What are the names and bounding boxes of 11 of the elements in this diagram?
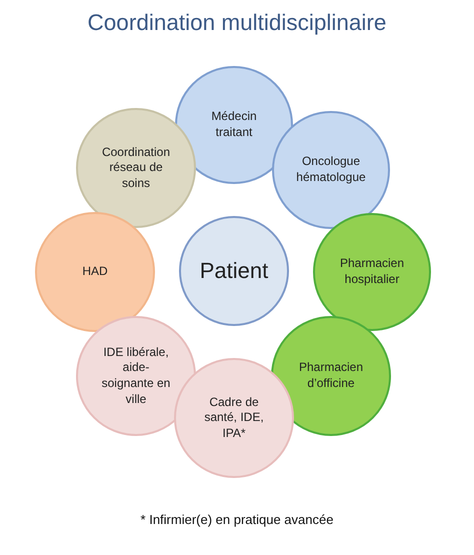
center-label: Patient	[200, 256, 268, 285]
role-label: Coordination réseau de soins	[100, 144, 172, 192]
role-label: Cadre de santé, IDE, IPA*	[203, 394, 265, 442]
diagram-title: Coordination multidisciplinaire	[86, 10, 388, 36]
footnote: * Infirmier(e) en pratique avancée	[140, 512, 334, 527]
role-label: Oncologue hématologue	[295, 154, 367, 186]
role-label: Pharmacien hospitalier	[338, 256, 406, 288]
role-label: IDE libérale, aide-soignante en ville	[100, 344, 172, 408]
role-label: HAD	[82, 264, 108, 280]
role-label: Médecin traitant	[210, 109, 258, 141]
role-label: Pharmacien d’officine	[298, 360, 364, 392]
